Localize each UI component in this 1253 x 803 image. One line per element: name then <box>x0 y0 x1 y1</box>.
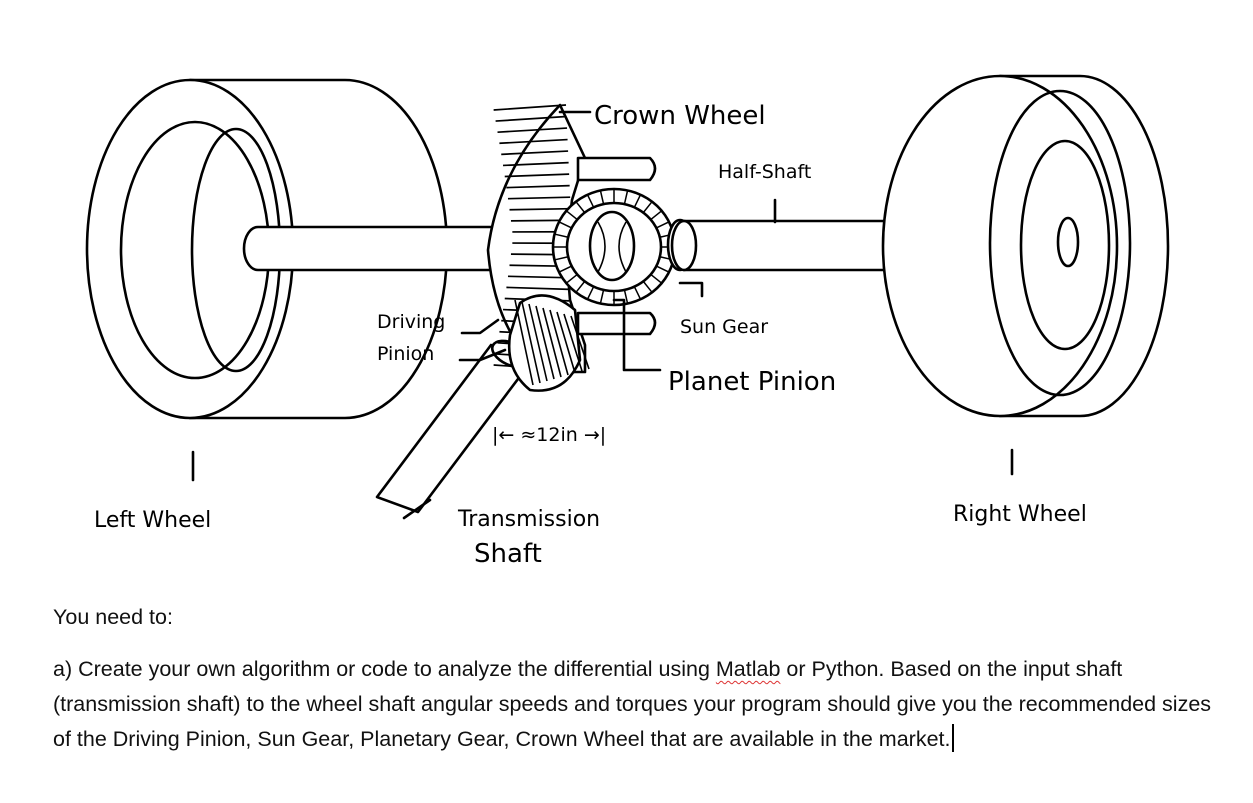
gear-tooth <box>555 233 569 238</box>
gear-tooth <box>493 104 567 111</box>
gear-tooth <box>497 127 568 134</box>
gear-tooth <box>559 265 572 273</box>
differential-core <box>551 187 694 307</box>
label-driving-pinion-line1: Driving <box>377 311 445 333</box>
label-planet-pinion: Planet Pinion <box>668 367 836 397</box>
gear-tooth <box>528 303 548 382</box>
gear-tooth <box>501 150 569 156</box>
gear-tooth <box>506 184 570 189</box>
task-a-paragraph[interactable]: a) Create your own algorithm or code to … <box>53 652 1213 757</box>
gear-tooth <box>535 305 555 380</box>
gear-tooth <box>495 115 567 122</box>
gear-tooth <box>633 195 641 208</box>
label-dimension: |← ≈12in →| <box>492 424 606 446</box>
gear-tooth <box>656 221 669 229</box>
gear-tooth <box>566 273 578 284</box>
label-left-wheel: Left Wheel <box>94 508 211 533</box>
gear-tooth <box>642 201 652 214</box>
label-crown-wheel: Crown Wheel <box>594 101 766 131</box>
label-sun-gear: Sun Gear <box>680 316 768 338</box>
label-transmission-line2: Shaft <box>474 539 542 569</box>
gear-tooth <box>521 301 541 384</box>
gear-tooth <box>587 286 595 299</box>
gear-tooth <box>623 289 629 303</box>
gear-tooth <box>599 191 605 205</box>
gear-tooth <box>576 280 586 293</box>
gear-tooth <box>509 207 571 211</box>
task-a-rest: or Python. Based on the input shaft (tra… <box>53 657 1212 751</box>
gear-tooth <box>559 221 572 229</box>
gear-tooth <box>576 201 586 214</box>
left-half-shaft <box>242 225 507 272</box>
label-half-shaft: Half-Shaft <box>718 161 811 183</box>
leader-lines <box>402 110 777 520</box>
task-text: You need to: a) Create your own algorith… <box>53 600 1213 757</box>
gear-tooth <box>650 210 662 221</box>
spellcheck-word: Matlab <box>715 657 781 681</box>
gear-tooth <box>599 289 605 303</box>
text-cursor <box>951 724 954 752</box>
gear-tooth <box>514 299 534 386</box>
gear-tooth <box>656 265 669 273</box>
label-transmission-line1: Transmission <box>457 507 600 532</box>
carrier <box>576 156 657 336</box>
gear-tooth <box>642 280 652 293</box>
intro-line: You need to: <box>53 605 173 629</box>
task-a-prefix: a) Create your own algorithm or code to … <box>53 657 716 681</box>
gear-tooth <box>502 161 569 167</box>
gear-tooth <box>504 173 570 178</box>
label-right-wheel: Right Wheel <box>953 502 1087 527</box>
gear-tooth <box>499 138 568 145</box>
gear-tooth <box>570 315 590 370</box>
gear-tooth <box>566 210 578 221</box>
gear-tooth <box>650 273 662 284</box>
gear-tooth <box>556 311 576 374</box>
gear-tooth <box>507 196 571 200</box>
right-half-shaft <box>670 219 898 272</box>
gear-tooth <box>623 191 629 205</box>
gear-tooth <box>633 286 641 299</box>
left-wheel <box>85 78 449 482</box>
gear-tooth <box>506 286 570 291</box>
gear-tooth <box>507 275 571 279</box>
driving-pinion <box>507 294 590 392</box>
gear-tooth <box>563 313 583 372</box>
gear-tooth <box>555 256 569 261</box>
right-wheel <box>881 74 1170 476</box>
gear-tooth <box>549 309 569 376</box>
gear-tooth <box>587 195 595 208</box>
differential-diagram: Crown Wheel Half-Shaft Driving Pinion Su… <box>85 74 1170 569</box>
gear-tooth <box>542 307 562 378</box>
label-driving-pinion-line2: Pinion <box>377 343 434 365</box>
